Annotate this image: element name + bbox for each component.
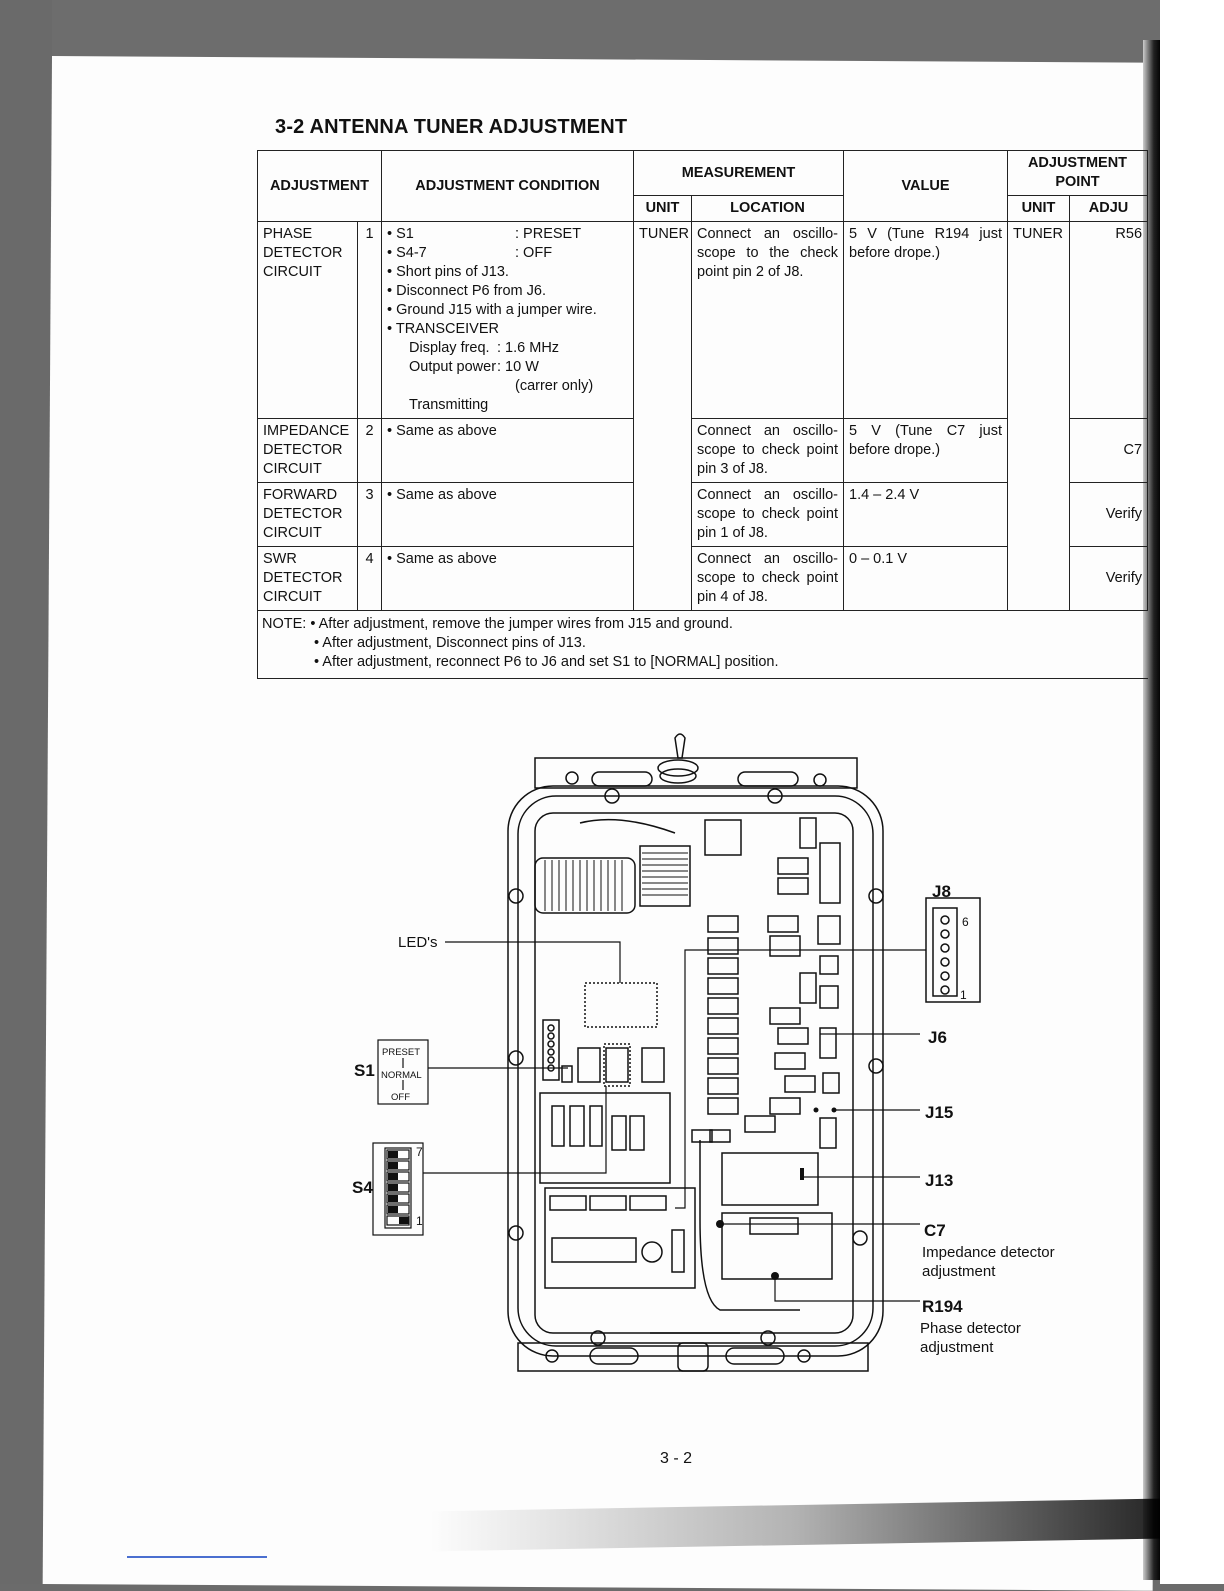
s4-pin-1: 1	[416, 1214, 423, 1228]
c7-desc-2: adjustment	[922, 1263, 996, 1280]
row-step: 1	[357, 221, 382, 419]
note-cell: NOTE: • After adjustment, remove the jum…	[256, 610, 1148, 679]
j15-label: J15	[925, 1103, 954, 1122]
header-condition: ADJUSTMENT CONDITION	[381, 150, 634, 222]
row-location: Connect an oscillo-scope to check point …	[691, 546, 844, 611]
c7-desc-1: Impedance detector	[922, 1244, 1055, 1261]
note-row: NOTE: • After adjustment, remove the jum…	[256, 610, 1148, 679]
c7-label: C7	[924, 1221, 946, 1240]
row-name: SWR DETECTOR CIRCUIT	[257, 546, 358, 611]
header-unit: UNIT	[633, 195, 692, 222]
header-adjustment-point: ADJUSTMENT POINT	[1006, 150, 1149, 196]
j13-label: J13	[925, 1171, 954, 1190]
row-value: 0 – 0.1 V	[843, 546, 1008, 611]
note-line-3: • After adjustment, reconnect P6 to J6 a…	[314, 654, 779, 670]
note-line-2: • After adjustment, Disconnect pins of J…	[314, 635, 586, 651]
row-location: Connect an oscillo-scope to the check po…	[691, 221, 844, 419]
header-row-1: ADJUSTMENT ADJUSTMENT CONDITION MEASUREM…	[257, 150, 1149, 222]
row-value: 1.4 – 2.4 V	[843, 482, 1008, 547]
row-condition: • Same as above	[381, 546, 634, 611]
row-adj-point: R56	[1068, 221, 1149, 419]
table-row: PHASE DETECTOR CIRCUIT 1 • S1: PRESET • …	[257, 221, 1149, 611]
row-name: PHASE DETECTOR CIRCUIT	[257, 221, 358, 419]
header-adj-adjust: ADJU	[1068, 195, 1149, 222]
row-name: IMPEDANCE DETECTOR CIRCUIT	[257, 418, 358, 483]
book-spine	[1160, 0, 1224, 1584]
s4-pin-7: 7	[416, 1145, 423, 1159]
r194-desc-1: Phase detector	[920, 1320, 1021, 1337]
scan-background-top	[0, 0, 1224, 62]
row-location: Connect an oscillo-scope to check point …	[691, 482, 844, 547]
page-number: 3 - 2	[660, 1450, 693, 1467]
row-condition: • Same as above	[381, 418, 634, 483]
scan-artifact-line	[127, 1556, 267, 1558]
row-name: FORWARD DETECTOR CIRCUIT	[257, 482, 358, 547]
header-adj-unit: UNIT	[1007, 195, 1070, 222]
note-line-1: NOTE: • After adjustment, remove the jum…	[262, 616, 733, 632]
row-step: 3	[357, 482, 382, 547]
row-unit: TUNER	[633, 221, 692, 611]
row-step: 4	[357, 546, 382, 611]
header-measurement: MEASUREMENT	[633, 150, 844, 196]
section-title: 3-2 ANTENNA TUNER ADJUSTMENT	[275, 116, 628, 138]
row-condition: • Same as above	[381, 482, 634, 547]
table-row: SWR DETECTOR CIRCUIT 4 • Same as above C…	[257, 546, 1149, 611]
s1-off: OFF	[391, 1092, 410, 1103]
leds-label: LED's	[398, 934, 438, 951]
j8-label: J8	[932, 882, 951, 901]
table-row: IMPEDANCE DETECTOR CIRCUIT 2 • Same as a…	[257, 418, 1149, 483]
header-adjustment: ADJUSTMENT	[257, 150, 382, 222]
row-value: 5 V (Tune R194 just before drope.)	[843, 221, 1008, 419]
j6-label: J6	[928, 1028, 947, 1047]
header-row-2: UNIT LOCATION UNIT ADJU	[258, 195, 1149, 222]
header-location: LOCATION	[691, 195, 844, 222]
s1-preset: PRESET	[382, 1047, 421, 1058]
s1-label: S1	[354, 1061, 375, 1080]
j8-pin-6: 6	[962, 915, 969, 929]
row-condition: • S1: PRESET • S4-7: OFF • Short pins of…	[381, 221, 634, 419]
adjustment-table: ADJUSTMENT ADJUSTMENT CONDITION MEASUREM…	[256, 150, 1149, 679]
s1-normal: NORMAL	[381, 1070, 422, 1081]
row-step: 2	[357, 418, 382, 483]
row-adj-point: Verify	[1068, 546, 1149, 611]
row-adj-unit: TUNER	[1007, 221, 1070, 611]
row-adj-point: Verify	[1068, 482, 1149, 547]
r194-label: R194	[922, 1297, 963, 1316]
row-location: Connect an oscillo-scope to check point …	[691, 418, 844, 483]
j8-pin-1: 1	[960, 988, 967, 1002]
row-value: 5 V (Tune C7 just before drope.)	[843, 418, 1008, 483]
row-adj-point: C7	[1068, 418, 1149, 483]
header-value: VALUE	[843, 150, 1008, 222]
r194-desc-2: adjustment	[920, 1339, 994, 1356]
s4-label: S4	[352, 1178, 373, 1197]
table-row: FORWARD DETECTOR CIRCUIT 3 • Same as abo…	[257, 482, 1149, 547]
antenna-tuner-pcb-diagram	[372, 733, 981, 1372]
